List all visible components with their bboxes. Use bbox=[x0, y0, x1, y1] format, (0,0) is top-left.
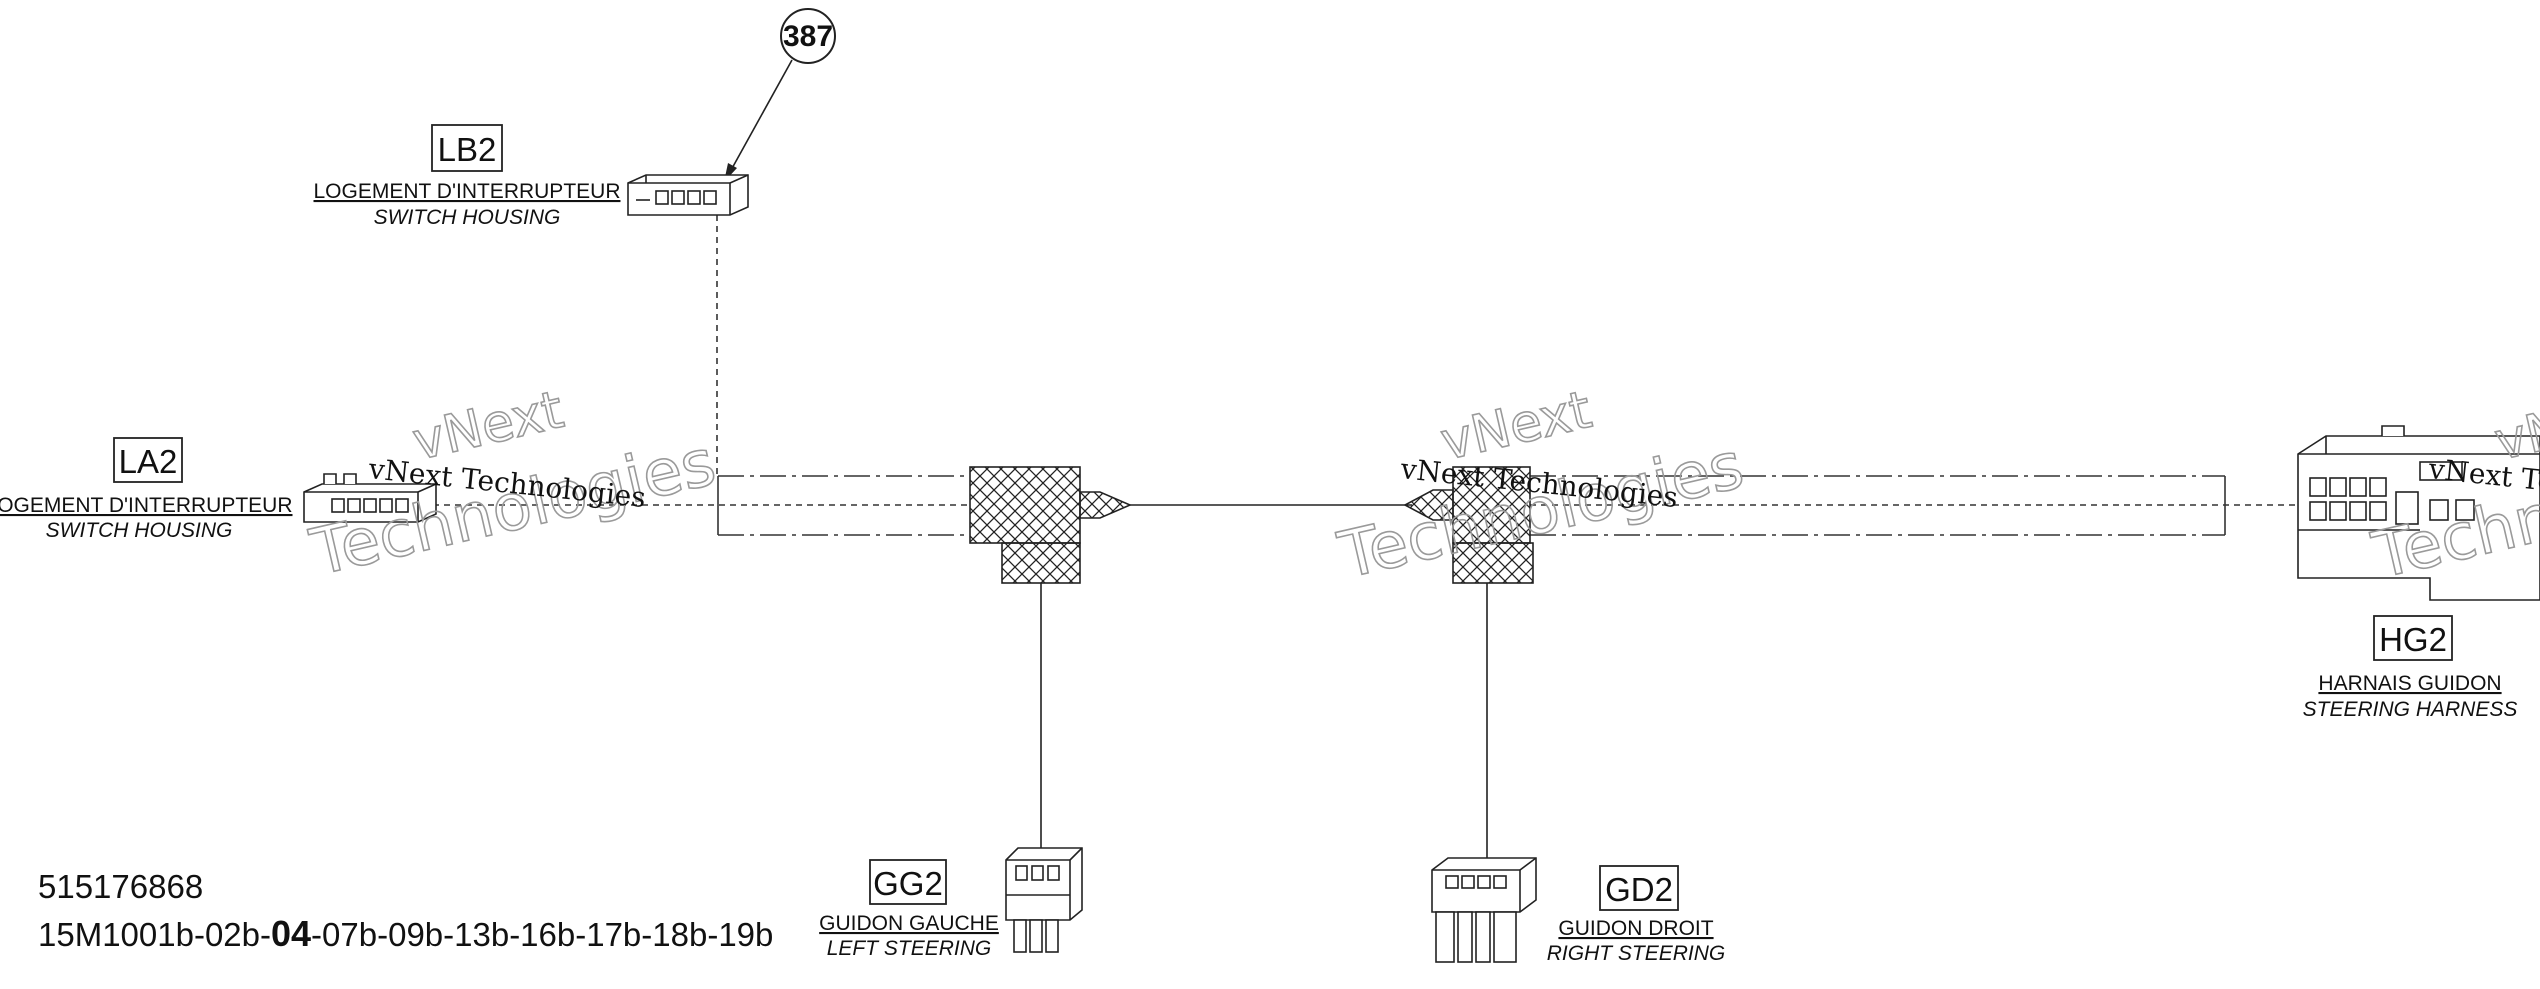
gd2-code-box bbox=[1599, 865, 1679, 911]
lb2-label-en: SWITCH HOUSING bbox=[374, 206, 561, 229]
lb2-label-fr: LOGEMENT D'INTERRUPTEUR bbox=[314, 180, 621, 203]
part-prefix: 15M1001b-02b- bbox=[38, 916, 271, 953]
watermark-center: vNext Technologies vNext Technologies bbox=[1331, 379, 1751, 594]
gd2-label-fr: GUIDON DROIT bbox=[1558, 917, 1713, 940]
gd2-connector-drawing bbox=[1431, 857, 1537, 963]
part-numbers: 15M1001b-02b-04-07b-09b-13b-16b-17b-18b-… bbox=[38, 913, 773, 954]
gd2-code: GD2 bbox=[1605, 871, 1673, 908]
gg2-connector: GG2 GUIDON GAUCHE LEFT STEERING bbox=[819, 847, 1083, 960]
la2-code: LA2 bbox=[119, 443, 178, 480]
hg2-code: HG2 bbox=[2379, 621, 2447, 658]
lb2-connector-drawing bbox=[627, 174, 749, 216]
hg2-connector-drawing bbox=[2297, 425, 2540, 601]
hg2-label-en: STEERING HARNESS bbox=[2303, 698, 2518, 721]
gg2-label-en: LEFT STEERING bbox=[827, 937, 992, 960]
callout-number: 387 bbox=[783, 20, 833, 53]
la2-label-en: SWITCH HOUSING bbox=[46, 519, 233, 542]
callout-leader bbox=[729, 59, 793, 173]
hg2-connector: HG2 HARNAIS GUIDON STEERING HARNESS bbox=[2297, 425, 2540, 721]
gg2-connector-drawing bbox=[1005, 847, 1083, 953]
lb2-code-box bbox=[431, 124, 503, 172]
gd2-connector: GD2 GUIDON DROIT RIGHT STEERING bbox=[1431, 857, 1726, 965]
la2-label-fr: LOGEMENT D'INTERRUPTEUR bbox=[0, 494, 292, 517]
gg2-code-box bbox=[869, 859, 947, 905]
reference-number: 515176868 bbox=[38, 868, 203, 905]
left-junction bbox=[969, 466, 1133, 584]
part-suffix: -07b-09b-13b-16b-17b-18b-19b bbox=[311, 916, 773, 953]
part-highlight: 04 bbox=[271, 913, 311, 954]
lb2-connector: LB2 LOGEMENT D'INTERRUPTEUR SWITCH HOUSI… bbox=[314, 124, 749, 229]
hg2-label-fr: HARNAIS GUIDON bbox=[2318, 672, 2501, 695]
lb2-code: LB2 bbox=[438, 131, 497, 168]
wire-solid bbox=[1040, 504, 1488, 870]
la2-connector: LA2 LOGEMENT D'INTERRUPTEUR SWITCH HOUSI… bbox=[0, 437, 437, 542]
watermark-line2: Technologies bbox=[1332, 429, 1750, 594]
callout-387: 387 bbox=[724, 8, 836, 182]
harness-sleeve bbox=[718, 475, 2225, 536]
wire-dashed bbox=[433, 215, 2300, 506]
la2-connector-drawing bbox=[303, 473, 437, 523]
gd2-label-en: RIGHT STEERING bbox=[1547, 942, 1726, 965]
la2-code-box bbox=[113, 437, 183, 483]
hg2-code-box bbox=[2373, 615, 2453, 661]
gg2-label-fr: GUIDON GAUCHE bbox=[819, 912, 999, 935]
right-junction bbox=[1403, 466, 1534, 584]
gg2-code: GG2 bbox=[873, 865, 943, 902]
footer-references: 515176868 15M1001b-02b-04-07b-09b-13b-16… bbox=[38, 868, 773, 954]
